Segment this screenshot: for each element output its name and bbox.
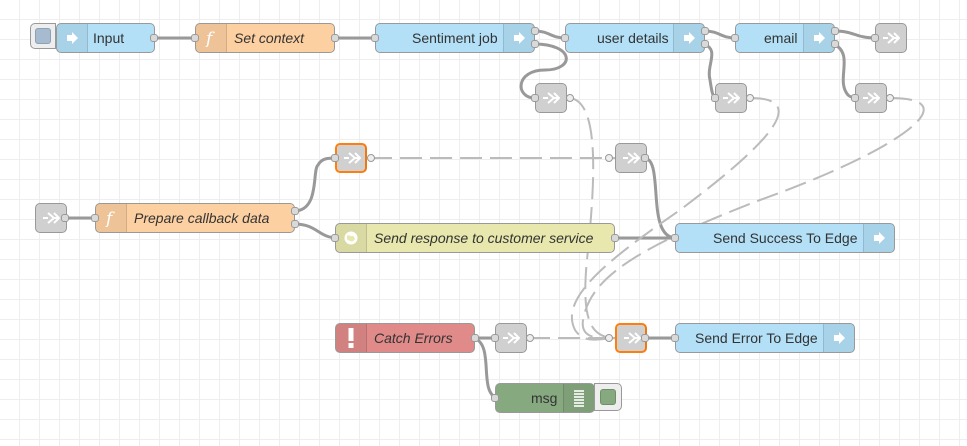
link-out-node[interactable]: [715, 83, 747, 113]
link-out-node[interactable]: [535, 83, 567, 113]
msg-debug-node-label: msg: [531, 390, 558, 406]
msg-debug-node[interactable]: msg: [495, 383, 595, 413]
input-port[interactable]: [851, 94, 859, 102]
input-port[interactable]: [491, 394, 499, 402]
prepare-callback-node[interactable]: f Prepare callback data: [95, 203, 295, 233]
globe-icon: [336, 224, 367, 252]
output-port[interactable]: [61, 214, 69, 222]
prepare-callback-node-label: Prepare callback data: [134, 210, 270, 226]
send-success-node[interactable]: Send Success To Edge: [675, 223, 895, 253]
send-error-node-label: Send Error To Edge: [695, 330, 818, 346]
arrow-in-icon: [503, 24, 534, 52]
input-node-label: Input: [93, 30, 125, 46]
set-context-node[interactable]: f Set context: [195, 23, 335, 53]
arrow-in-icon: [673, 24, 704, 52]
send-error-node[interactable]: Send Error To Edge: [675, 323, 855, 353]
link-port[interactable]: [367, 154, 375, 162]
wire: [473, 336, 498, 400]
link-out-node[interactable]: [855, 83, 887, 113]
user-details-node[interactable]: user details: [565, 23, 705, 53]
debug-toggle-icon: [600, 389, 616, 405]
sentiment-job-node[interactable]: Sentiment job: [375, 23, 535, 53]
link-port[interactable]: [526, 334, 534, 342]
link-arrow-icon: [876, 24, 906, 52]
input-port[interactable]: [331, 234, 339, 242]
output-port[interactable]: [150, 34, 158, 42]
link-out-node-selected[interactable]: [335, 143, 367, 173]
link-port[interactable]: [746, 94, 754, 102]
catch-errors-node[interactable]: Catch Errors: [335, 323, 475, 353]
input-port[interactable]: [531, 94, 539, 102]
input-port[interactable]: [671, 334, 679, 342]
svg-text:f: f: [104, 209, 115, 227]
debug-toggle-button[interactable]: [594, 383, 622, 411]
email-node[interactable]: email: [735, 23, 835, 53]
send-success-node-label: Send Success To Edge: [713, 230, 858, 246]
inject-trigger-button[interactable]: [30, 23, 56, 49]
input-port[interactable]: [491, 334, 499, 342]
link-arrow-icon: [856, 84, 886, 112]
output-port[interactable]: [701, 40, 709, 48]
catch-errors-node-label: Catch Errors: [374, 330, 453, 346]
input-port[interactable]: [711, 94, 719, 102]
link-port[interactable]: [605, 154, 613, 162]
output-port[interactable]: [641, 334, 649, 342]
send-response-node[interactable]: Send response to customer service: [335, 223, 615, 253]
output-port[interactable]: [701, 27, 709, 35]
exclamation-icon: [336, 324, 367, 352]
link-arrow-icon: [337, 145, 367, 171]
output-port[interactable]: [291, 220, 299, 228]
output-port[interactable]: [531, 40, 539, 48]
output-port[interactable]: [641, 154, 649, 162]
output-port[interactable]: [831, 40, 839, 48]
arrow-in-icon: [823, 324, 854, 352]
function-icon: f: [196, 24, 227, 52]
svg-text:f: f: [204, 29, 215, 47]
input-port[interactable]: [191, 34, 199, 42]
wire: [293, 156, 338, 213]
input-port[interactable]: [671, 234, 679, 242]
arrow-in-icon: [57, 24, 88, 52]
output-port[interactable]: [291, 207, 299, 215]
input-port[interactable]: [871, 34, 879, 42]
sentiment-job-node-label: Sentiment job: [412, 30, 498, 46]
output-port[interactable]: [331, 34, 339, 42]
input-port[interactable]: [91, 214, 99, 222]
link-port[interactable]: [605, 334, 613, 342]
link-out-node[interactable]: [875, 23, 907, 53]
link-arrow-icon: [536, 84, 566, 112]
wire: [643, 156, 677, 240]
output-port[interactable]: [531, 27, 539, 35]
link-port[interactable]: [886, 94, 894, 102]
link-arrow-icon: [496, 324, 526, 352]
link-wire: [570, 97, 780, 341]
inject-trigger-icon: [35, 28, 51, 44]
wire: [519, 42, 568, 100]
wire: [833, 29, 877, 40]
input-port[interactable]: [371, 34, 379, 42]
arrow-in-icon: [863, 224, 894, 252]
output-port[interactable]: [611, 234, 619, 242]
link-port[interactable]: [566, 94, 574, 102]
input-node[interactable]: Input: [56, 23, 155, 53]
set-context-node-label: Set context: [234, 30, 305, 46]
email-node-label: email: [764, 30, 798, 46]
output-port[interactable]: [471, 334, 479, 342]
function-icon: f: [96, 204, 127, 232]
link-out-node[interactable]: [495, 323, 527, 353]
link-wire: [581, 97, 925, 340]
send-response-node-label: Send response to customer service: [374, 230, 594, 246]
list-icon: [563, 384, 594, 412]
output-port[interactable]: [831, 27, 839, 35]
arrow-in-icon: [803, 24, 834, 52]
link-arrow-icon: [716, 84, 746, 112]
user-details-node-label: user details: [597, 30, 669, 46]
input-port[interactable]: [331, 154, 339, 162]
input-port[interactable]: [731, 34, 739, 42]
input-port[interactable]: [561, 34, 569, 42]
